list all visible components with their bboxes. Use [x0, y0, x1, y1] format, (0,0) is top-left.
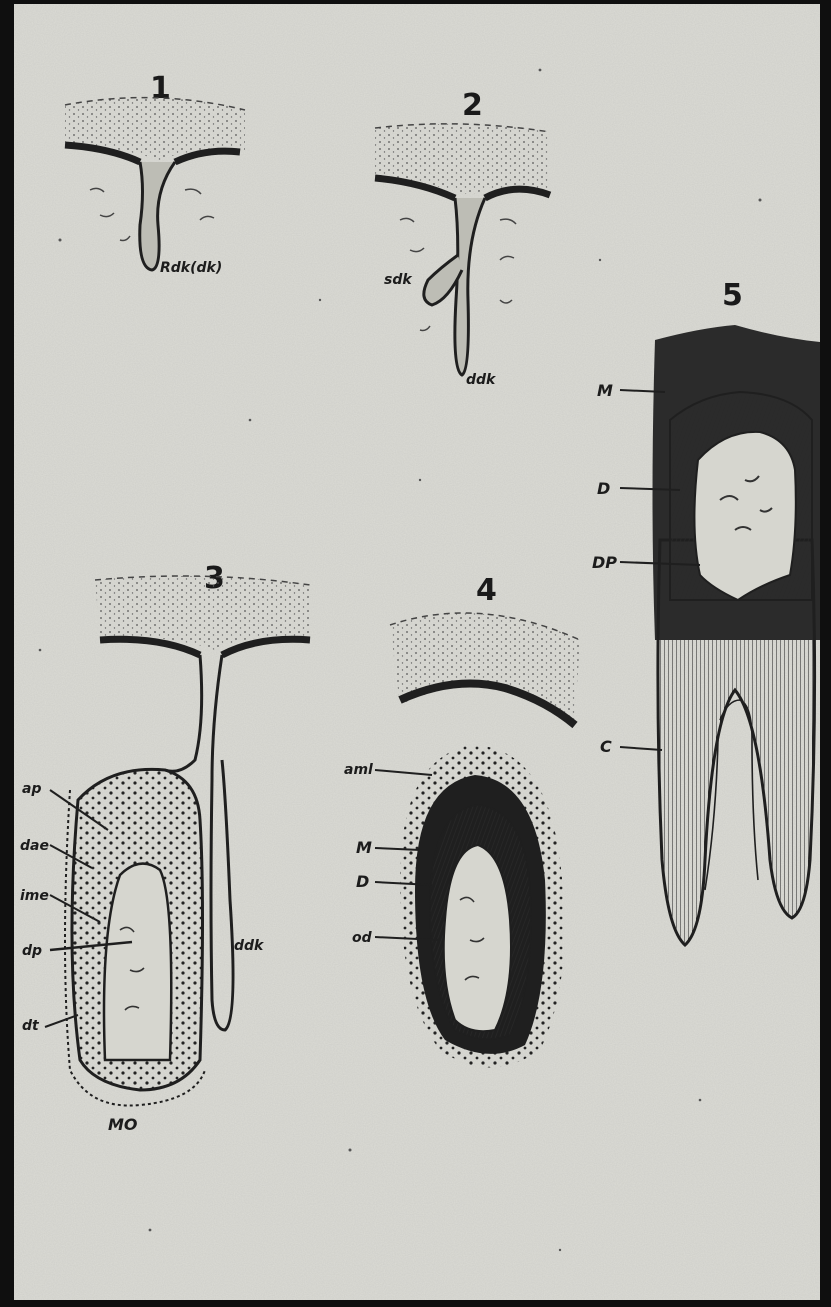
stage-3-label-dae: dae	[20, 838, 49, 854]
stage-3-label-ime: ime	[20, 888, 49, 904]
stage-5-pulp	[694, 432, 795, 600]
stage-5-label-cement: C	[600, 737, 612, 756]
stage-2-label-primary: ddk	[466, 372, 497, 388]
stage-3-label-MO: MO	[108, 1115, 138, 1134]
stage-4-number: 4	[476, 573, 497, 608]
stage-5-label-dentin: D	[597, 479, 610, 498]
stage-3-label-dt: dt	[22, 1018, 40, 1034]
stage-4-label-D: D	[356, 872, 369, 891]
stage-5-label-pulp: DP	[592, 553, 617, 572]
stage-3-label-dp: dp	[22, 943, 42, 959]
stage-2-label-successional: sdk	[384, 272, 413, 288]
stage-2-number: 2	[462, 88, 483, 123]
stage-4-pulp	[444, 845, 511, 1031]
stage-4-label-aml: aml	[344, 762, 373, 778]
stage-3-label-ap: ap	[22, 781, 41, 797]
stage-4-label-od: od	[352, 930, 373, 946]
stage-5-label-enamel: M	[597, 381, 613, 400]
stage-1-label-lamina: Rdk(dk)	[160, 260, 222, 276]
stage-3-dental-papilla	[104, 864, 171, 1060]
stage-4-label-M: M	[356, 838, 372, 857]
stage-3-label-ddk: ddk	[234, 938, 265, 954]
stage-5-number: 5	[722, 278, 743, 313]
